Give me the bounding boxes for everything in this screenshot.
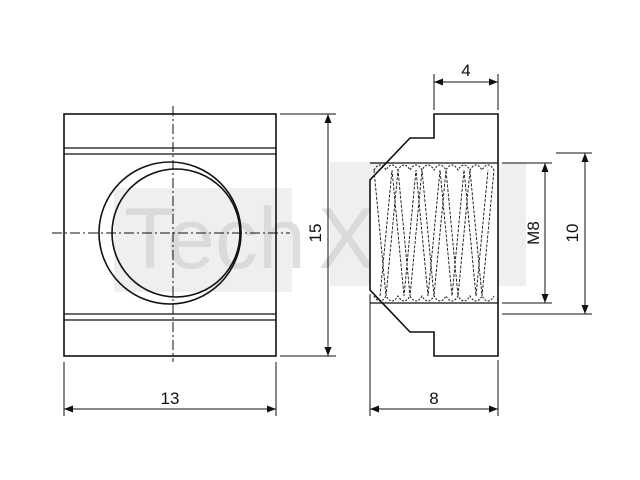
- side-length-dimension: [369, 294, 499, 416]
- thread-size-label: M8: [524, 221, 543, 245]
- thread-helix-lines-back: [379, 169, 489, 297]
- side-length-label: 8: [429, 389, 438, 408]
- side-view: [369, 113, 499, 357]
- front-width-label: 13: [161, 389, 180, 408]
- flange-width-dimension: [433, 74, 499, 110]
- svg-text:Tech: Tech: [124, 191, 306, 287]
- front-view: [52, 106, 290, 362]
- flange-width-label: 4: [461, 61, 470, 80]
- front-outline: [63, 113, 277, 357]
- side-height-label: 10: [563, 224, 582, 243]
- front-height-dimension: [280, 113, 336, 357]
- front-width-dimension: [63, 362, 277, 416]
- front-height-label: 15: [306, 224, 325, 243]
- thread-size-dimension: [502, 162, 552, 304]
- thread-crest-bottom: [373, 295, 495, 302]
- side-height-dimension: [502, 152, 592, 315]
- thread-crest-top: [373, 164, 495, 171]
